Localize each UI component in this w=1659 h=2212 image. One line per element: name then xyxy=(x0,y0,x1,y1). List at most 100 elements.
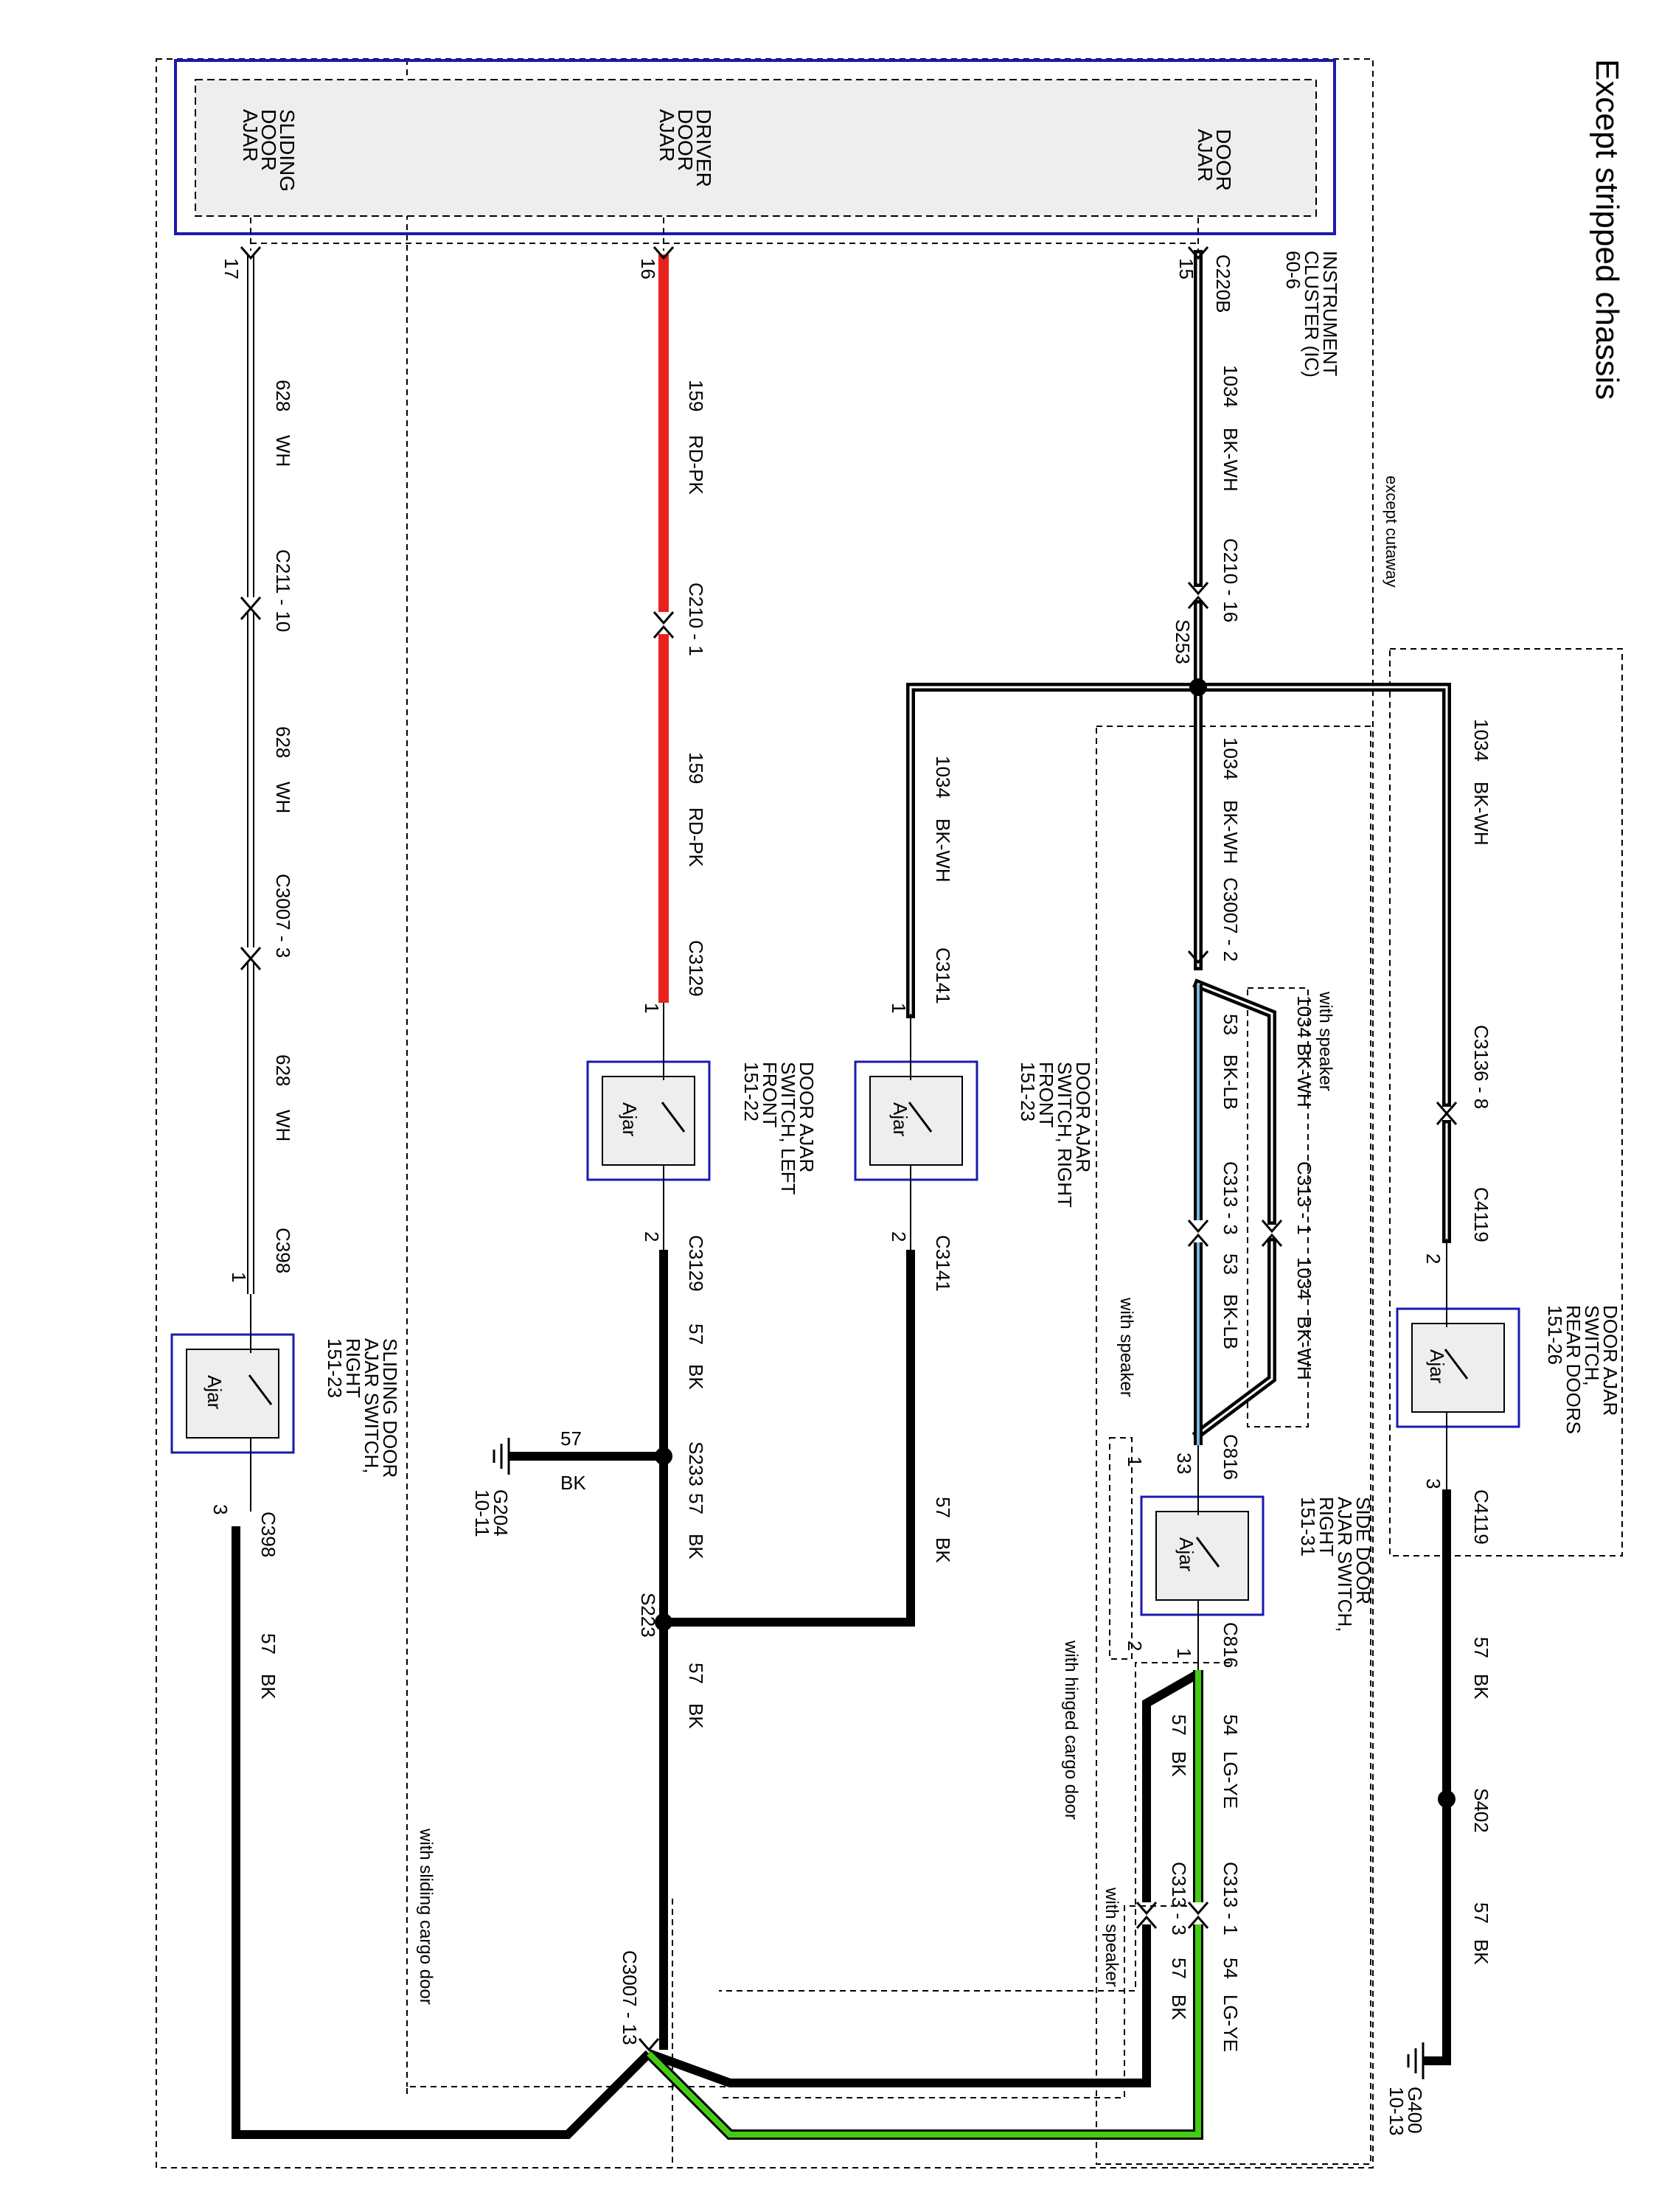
sw-rf-l1: DOOR AJAR xyxy=(1072,1062,1094,1172)
wire-label-1034-e: 1034 xyxy=(1293,995,1315,1038)
ic-name-line2: CLUSTER (IC) xyxy=(1301,251,1323,378)
wire-label-628-c: 628 xyxy=(272,1054,294,1086)
wire-label-57-e: 57 xyxy=(685,1663,707,1684)
ground-g204 xyxy=(493,1438,510,1475)
sw-rear-l2: SWITCH, xyxy=(1581,1305,1603,1386)
sw-side-pin-in: 3 xyxy=(1173,1453,1195,1463)
wire-label-57-f: 57 xyxy=(932,1497,954,1518)
label-with-speaker-1: with speaker xyxy=(1315,991,1335,1091)
ground-label-g400: G400 xyxy=(1404,2087,1426,2134)
ic-name-line1: INSTRUMENT xyxy=(1319,251,1341,377)
sw-sl-pin-in: 1 xyxy=(228,1272,250,1282)
conn-c4119-b: C4119 xyxy=(1470,1489,1492,1545)
switch-sliding-state: Ajar xyxy=(204,1375,226,1410)
wire-label-bkwh-d: BK-WH xyxy=(932,818,954,883)
switch-right-front: Ajar xyxy=(854,1014,978,1250)
wire-label-wh-c: WH xyxy=(272,1110,294,1141)
label-with-hinged-cargo-door: with hinged cargo door xyxy=(1061,1640,1081,1820)
sw-sl-l4: 151-23 xyxy=(324,1338,346,1398)
sw-rf-pin-in: 1 xyxy=(888,1003,910,1013)
wire-label-628-a: 628 xyxy=(272,380,294,411)
wire-label-1034-c: 1034 xyxy=(1470,719,1492,762)
sw-side-pin-out: 1 xyxy=(1173,1648,1195,1658)
wire-label-57-j: 57 xyxy=(560,1427,582,1450)
splice-label-s223: S223 xyxy=(637,1593,659,1638)
wire-label-159-a: 159 xyxy=(685,380,707,411)
sw-rear-l4: 151-26 xyxy=(1544,1305,1566,1365)
sw-side-l3: RIGHT xyxy=(1315,1497,1338,1557)
wire-label-bk-d: BK xyxy=(685,1534,707,1559)
conn-c398-b: C398 xyxy=(257,1512,279,1557)
conn-c211-10: C211 - 10 xyxy=(272,549,294,632)
wire-label-bk-h: BK xyxy=(1168,1751,1190,1777)
wire-label-bk-g: BK xyxy=(257,1674,279,1700)
wire-label-54-b: 54 xyxy=(1220,1958,1242,1979)
wire-54-lgye xyxy=(645,1670,1203,2140)
wire-label-57-b: 57 xyxy=(1470,1902,1492,1924)
sw-lf-l4: 151-22 xyxy=(740,1062,762,1121)
conn-c3007-2: C3007 - 2 xyxy=(1220,877,1242,961)
sw-rf-l2: SWITCH, RIGHT xyxy=(1054,1062,1076,1208)
wire-label-bkwh-b: BK-WH xyxy=(1220,800,1242,864)
label-with-speaker-3: with speaker xyxy=(1102,1887,1121,1987)
wire-label-bk-c: BK xyxy=(685,1364,707,1390)
wire-label-wh-a: WH xyxy=(272,435,294,467)
sw-lf-l3: FRONT xyxy=(759,1062,781,1128)
sw-sl-l2: AJAR SWITCH, xyxy=(361,1338,383,1473)
conn-c210-16: C210 - 16 xyxy=(1220,538,1242,622)
ground-g400 xyxy=(1407,2042,1425,2079)
conn-c3007-3: C3007 - 3 xyxy=(272,874,294,958)
ic-input-sliding-l1: SLIDING xyxy=(276,109,299,192)
splice-label-s253: S253 xyxy=(1172,619,1194,664)
label-with-speaker-2: with speaker xyxy=(1116,1297,1136,1397)
ground-label-g204: G204 xyxy=(490,1489,512,1537)
wire-label-bkwh-c: BK-WH xyxy=(1470,782,1492,846)
wire-label-bk-a: BK xyxy=(1470,1674,1492,1700)
ground-label-g204-ref: 10-11 xyxy=(471,1489,493,1537)
sw-lf-l2: SWITCH, LEFT xyxy=(777,1062,799,1195)
switch-side-door: Ajar xyxy=(1140,1445,1265,1670)
sw-rf-l4: 151-23 xyxy=(1017,1062,1039,1121)
sw-rf-l3: FRONT xyxy=(1035,1062,1057,1128)
sw-lf-l1: DOOR AJAR xyxy=(796,1062,818,1172)
wire-label-wh-b: WH xyxy=(272,782,294,813)
wire-label-57-d: 57 xyxy=(685,1493,707,1514)
wire-label-bk-j: BK xyxy=(560,1472,586,1494)
wire-label-rdpk-b: RD-PK xyxy=(685,807,707,868)
wire-57-bk xyxy=(232,1250,1451,2139)
ic-ref: 60-6 xyxy=(1282,251,1304,289)
conn-c313-3-b: C313 - 3 xyxy=(1168,1862,1190,1935)
ic-input-driver-l3: AJAR xyxy=(655,109,678,162)
ground-label-g400-ref: 10-13 xyxy=(1385,2087,1408,2136)
sw-sl-l1: SLIDING DOOR xyxy=(379,1338,401,1478)
wire-label-159-b: 159 xyxy=(685,752,707,784)
conn-c3129-b: C3129 xyxy=(685,1235,707,1292)
conn-c3141-a: C3141 xyxy=(932,947,954,1004)
splice-s233 xyxy=(655,1447,672,1465)
ic-input-sliding-l2: DOOR xyxy=(257,109,280,171)
sw-rear-pin-out: 3 xyxy=(1422,1478,1444,1489)
ic-pin-16: 16 xyxy=(637,258,659,279)
splices xyxy=(655,678,1455,1808)
wire-label-bk-e: BK xyxy=(685,1703,707,1729)
sw-rear-pin-in: 2 xyxy=(1422,1253,1444,1264)
wire-label-1034-b: 1034 xyxy=(1220,737,1242,780)
wire-label-rdpk-a: RD-PK xyxy=(685,435,707,495)
wire-label-53-a: 53 xyxy=(1220,1014,1242,1035)
ic-pin-17: 17 xyxy=(220,258,243,279)
wire-label-57-i: 57 xyxy=(1168,1958,1190,1979)
conn-c398-a: C398 xyxy=(272,1228,294,1273)
ic-input-sliding-l3: AJAR xyxy=(239,109,262,162)
wire-label-1034-d: 1034 xyxy=(932,756,954,799)
sw-side-l1: SIDE DOOR xyxy=(1352,1497,1374,1604)
sw-rear-l1: DOOR AJAR xyxy=(1599,1305,1621,1416)
sw-sl-l3: RIGHT xyxy=(342,1338,364,1398)
switch-left-front: Ajar xyxy=(586,1003,711,1250)
diagram-title: Except stripped chassis xyxy=(1589,59,1625,400)
conn-c816-b: C816 xyxy=(1220,1622,1242,1668)
wire-label-bkwh-f: BK-WH xyxy=(1293,1316,1315,1380)
wire-label-bkwh-e: BK-WH xyxy=(1293,1043,1315,1107)
instrument-cluster: INSTRUMENT CLUSTER (IC) 60-6 C220B DOOR … xyxy=(174,59,1341,378)
switch-sliding-door: Ajar xyxy=(170,1294,295,1512)
